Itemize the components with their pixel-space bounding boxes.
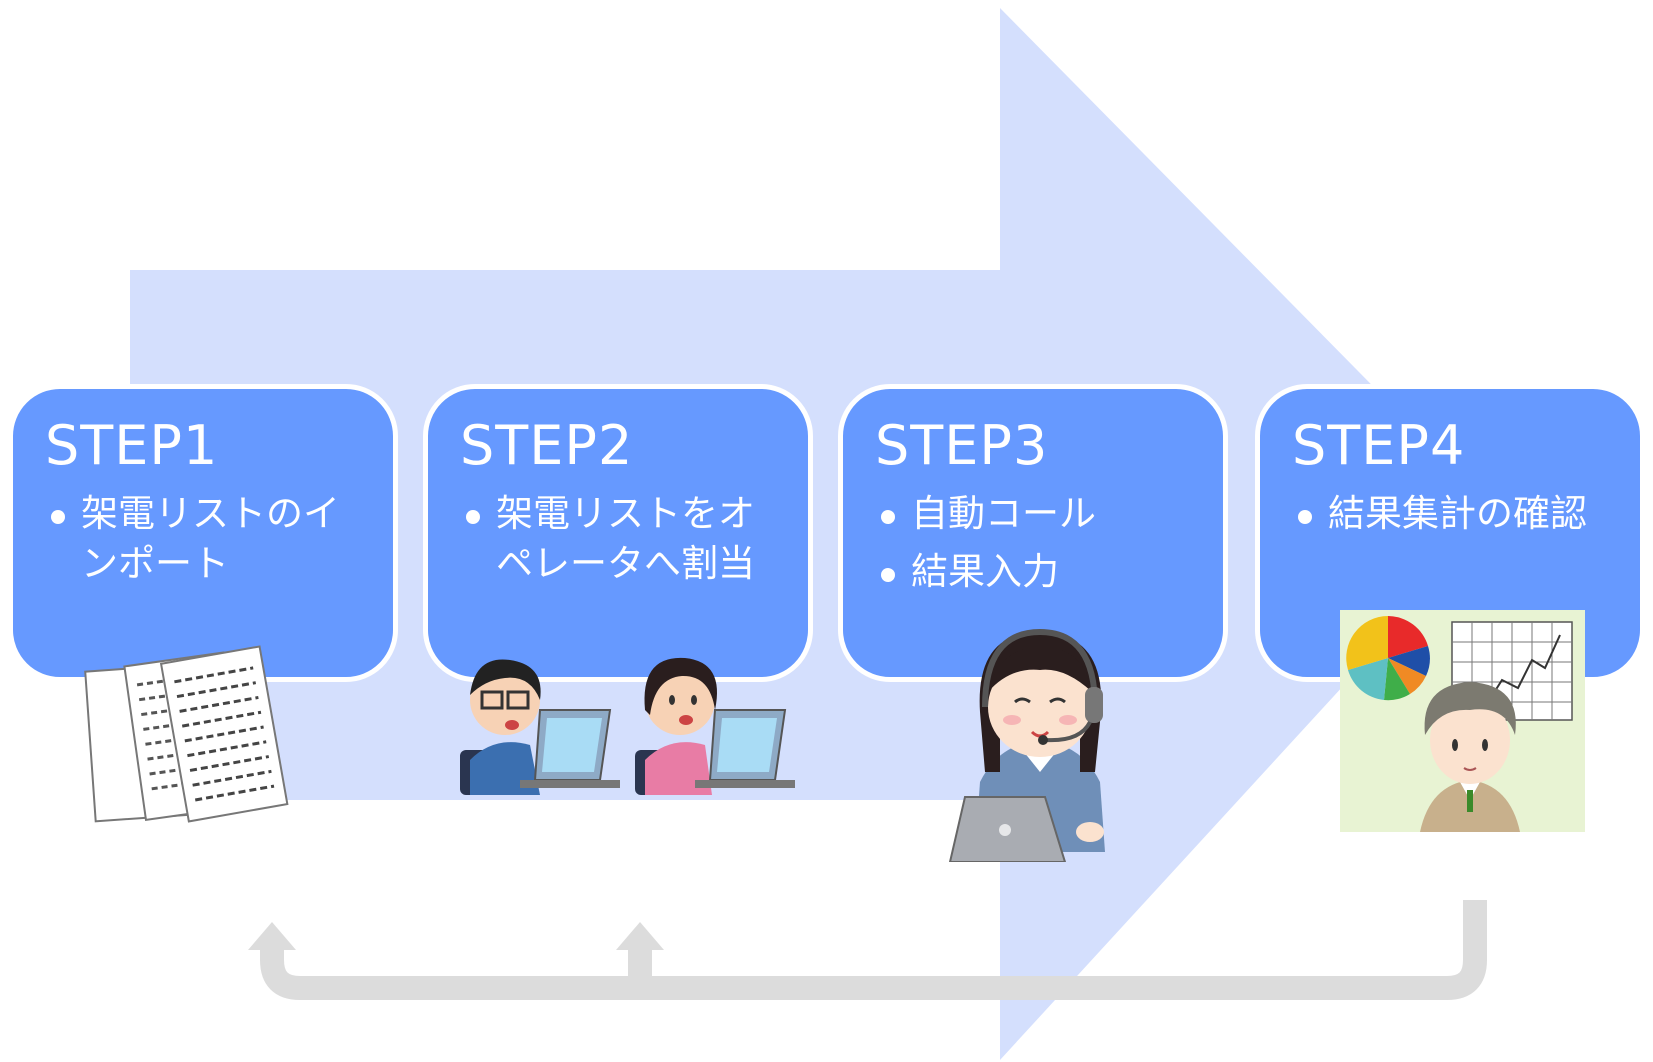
document-stack-icon (84, 645, 289, 823)
report-analyst-icon (1340, 610, 1585, 832)
step-bullet: 架電リストのインポート (45, 489, 351, 589)
step-title: STEP4 (1292, 414, 1466, 477)
step-bullet-list: 自動コール 結果入力 (875, 489, 1203, 597)
step-card-2: STEP2 架電リストをオペレータへ割当 (423, 384, 813, 682)
step-card-1: STEP1 架電リストのインポート (8, 384, 398, 682)
step-title: STEP3 (875, 414, 1049, 477)
step-bullet: 自動コール (875, 489, 1203, 539)
step-title: STEP2 (460, 414, 634, 477)
operators-at-laptops-icon (460, 657, 795, 795)
step-bullet: 架電リストをオペレータへ割当 (460, 489, 776, 589)
step-card-3: STEP3 自動コール 結果入力 (838, 384, 1228, 682)
step-bullet: 結果集計の確認 (1292, 489, 1588, 539)
step-title: STEP1 (45, 414, 219, 477)
step-bullet: 結果入力 (875, 547, 1203, 597)
headset-operator-icon (948, 628, 1105, 862)
step-bullet-list: 架電リストをオペレータへ割当 (460, 489, 788, 589)
step-bullet-list: 結果集計の確認 (1292, 489, 1620, 539)
step-bullet-list: 架電リストのインポート (45, 489, 373, 589)
